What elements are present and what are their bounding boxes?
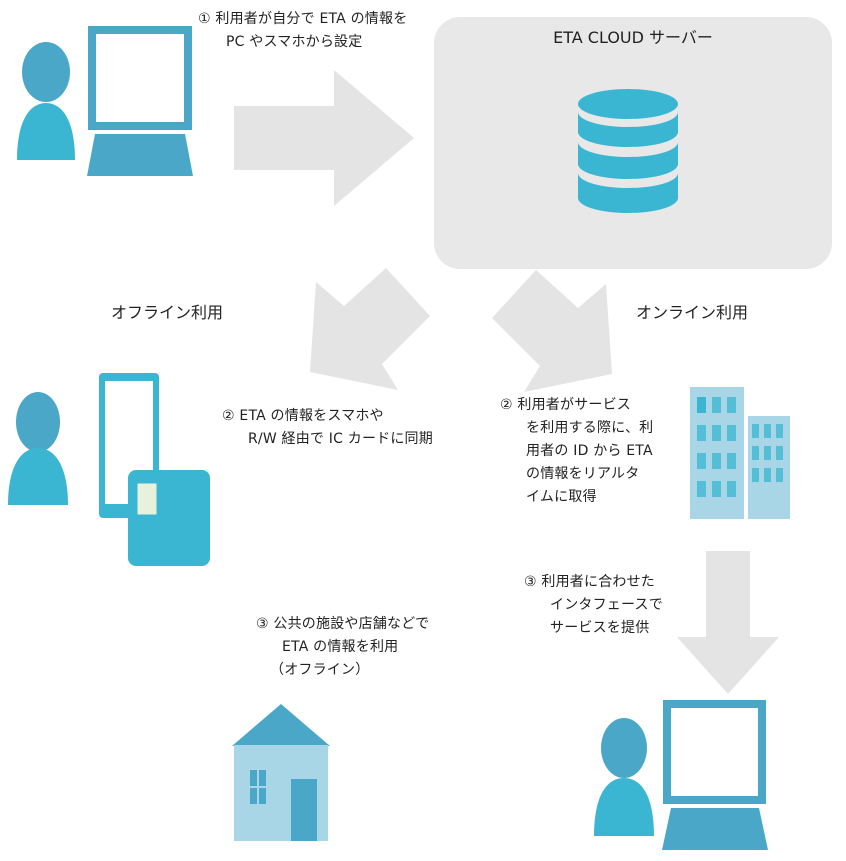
laptop-icon [662, 700, 768, 850]
arrow-down-left-icon [310, 268, 430, 390]
arrow-down-right-icon [492, 270, 612, 392]
server-title: ETA CLOUD サーバー [553, 28, 713, 47]
laptop-icon [87, 26, 193, 176]
person-icon [17, 42, 75, 160]
database-icon [578, 89, 678, 213]
online-step3-text: ③ 利用者に合わせた インタフェースで サービスを提供 [524, 574, 663, 636]
arrow-down-icon [677, 551, 779, 694]
arrow-right-icon [234, 70, 414, 206]
building-icon [690, 387, 790, 519]
online-label: オンライン利用 [636, 303, 749, 322]
house-icon [232, 704, 330, 841]
offline-step3-text: ③ 公共の施設や店舗などで ETA の情報を利用 （オフライン） [256, 616, 430, 678]
person-icon [594, 718, 654, 836]
step1-text: ① 利用者が自分で ETA の情報を PC やスマホから設定 [198, 11, 408, 50]
person-icon [8, 392, 68, 505]
offline-step2-text: ② ETA の情報をスマホや R/W 経由で IC カードに同期 [222, 408, 433, 447]
offline-label: オフライン利用 [111, 303, 224, 322]
card-reader-icon [128, 470, 210, 566]
online-step2-text: ② 利用者がサービス を利用する際に、利 用者の ID から ETA の情報をリ… [500, 397, 654, 505]
